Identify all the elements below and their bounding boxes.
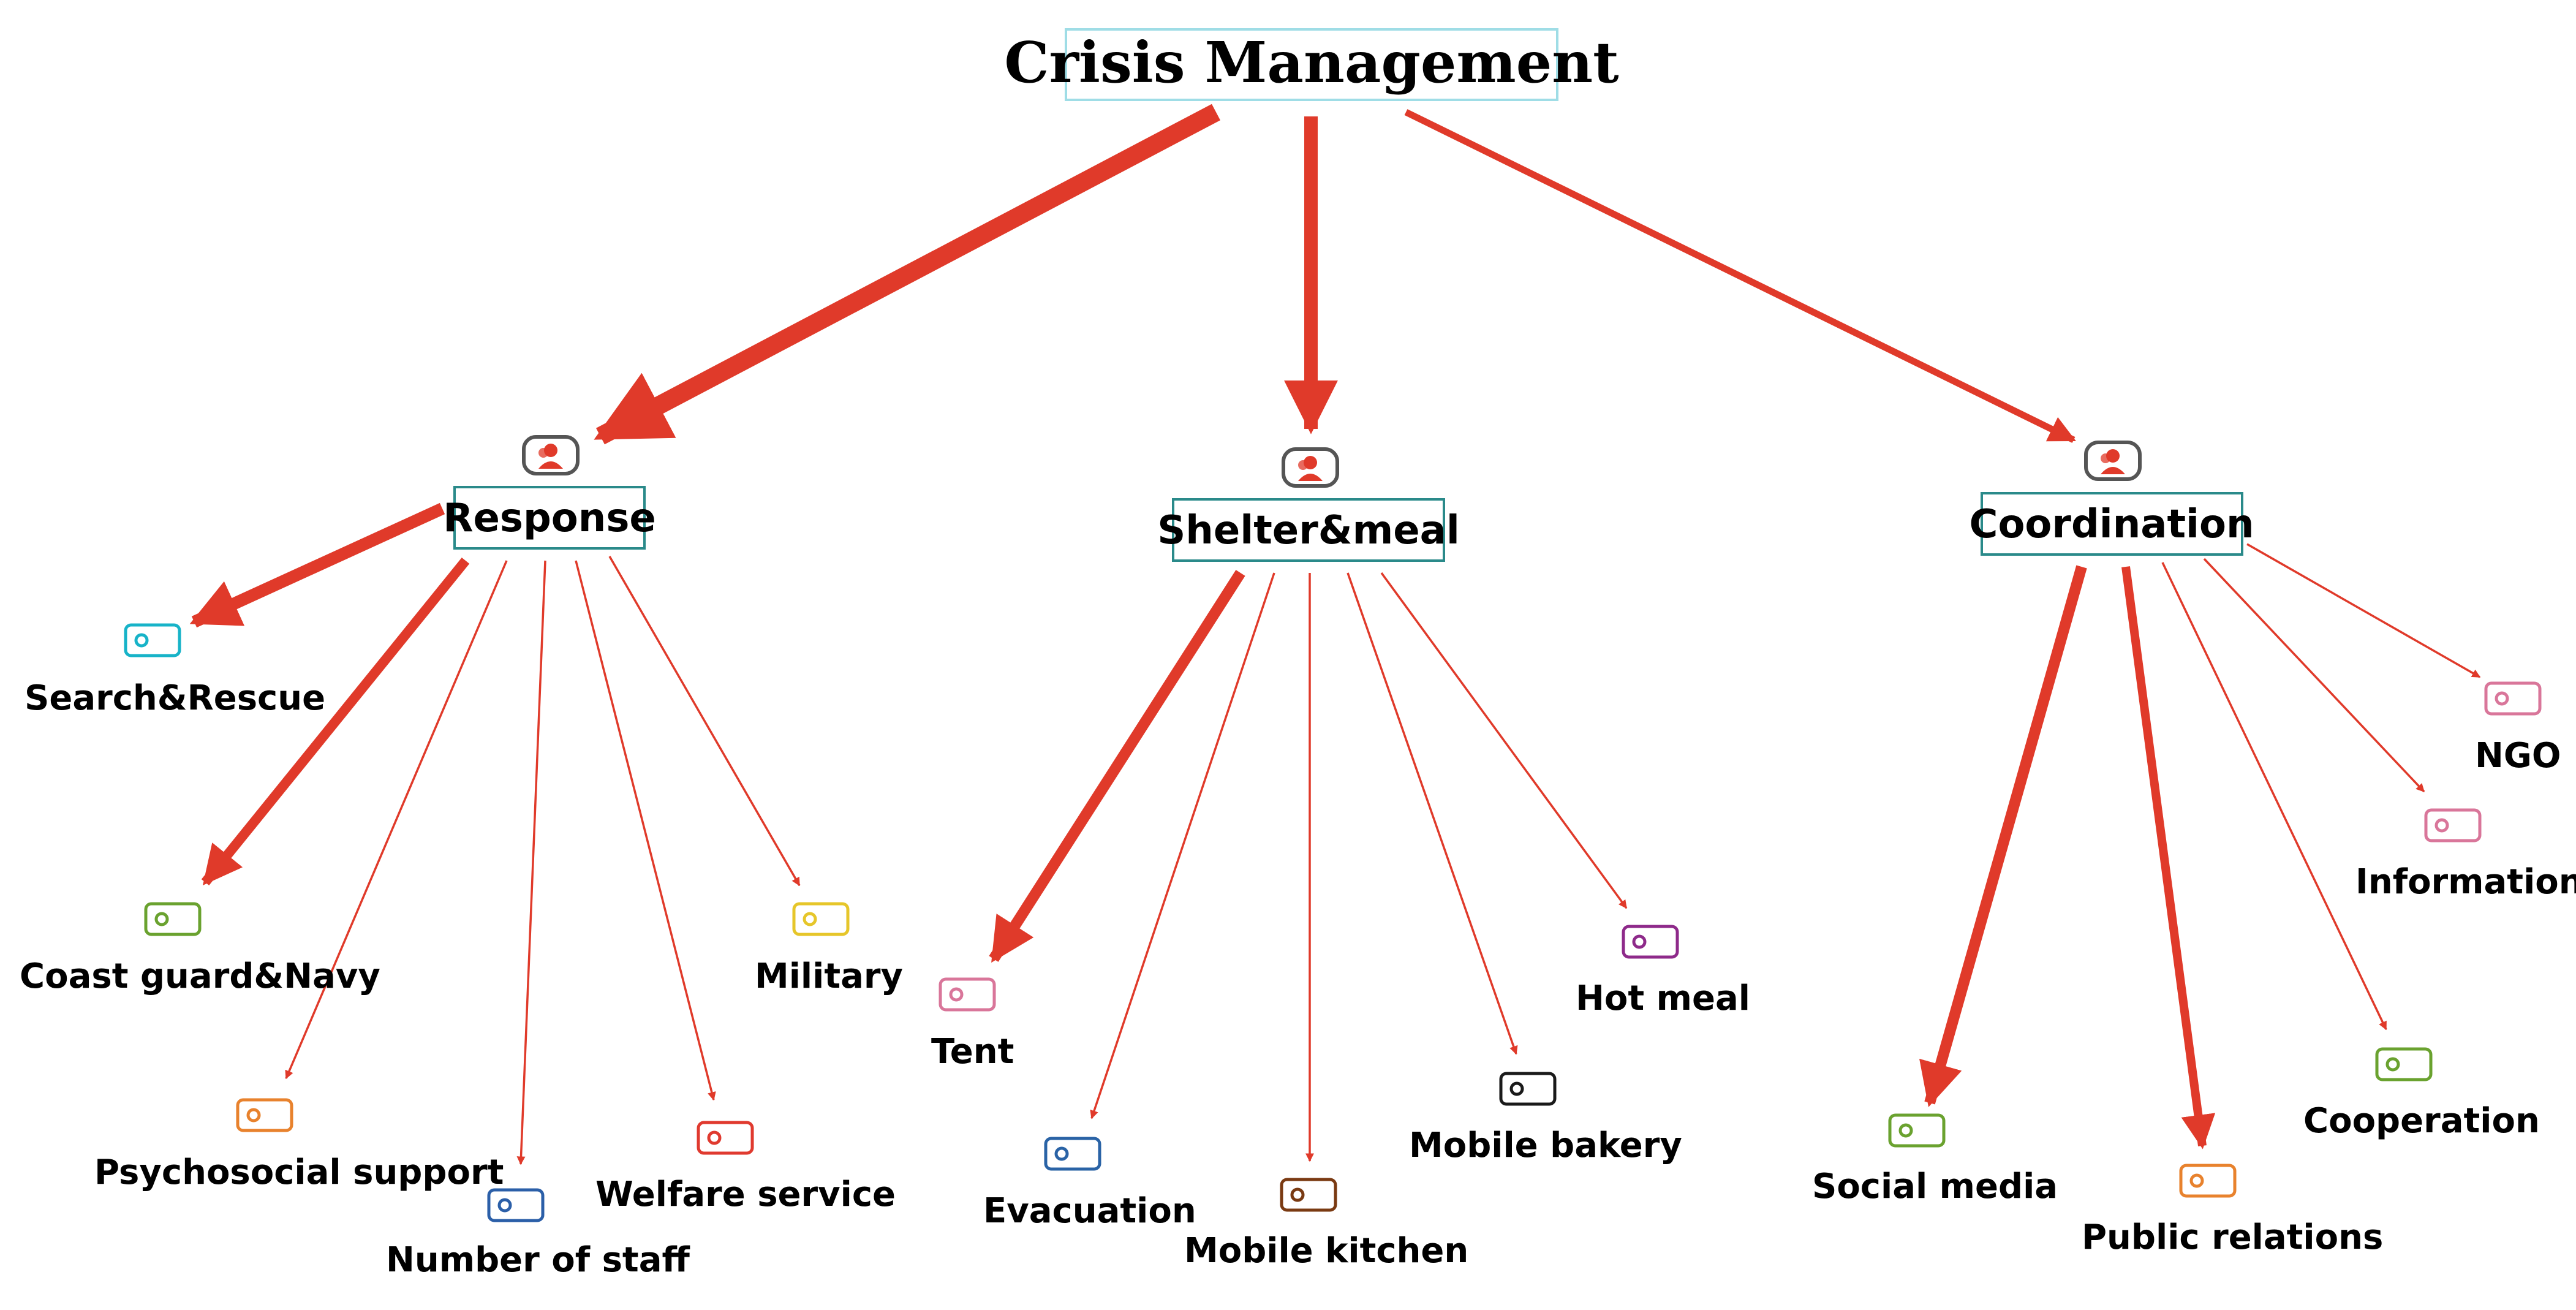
leaf-label: Number of staff	[386, 1240, 690, 1280]
tag-icon	[697, 1121, 754, 1155]
leaf-node-information[interactable]: Information	[2355, 808, 2576, 902]
category-node-box	[1172, 498, 1445, 562]
tag-icon	[1280, 1178, 1337, 1212]
edge-response-military	[608, 556, 801, 887]
category-node-shelter[interactable]: Shelter&meal	[1157, 447, 1460, 562]
tag-icon	[2375, 1047, 2433, 1081]
root-node[interactable]: Crisis Management	[1004, 28, 1619, 101]
leaf-label: Coast guard&Navy	[20, 956, 380, 996]
category-node-label: Coordination	[1969, 502, 2254, 547]
leaf-label: Cooperation	[2303, 1101, 2540, 1141]
leaf-node-number-of-staff[interactable]: Number of staff	[386, 1188, 690, 1280]
edge-coordination-information	[2203, 558, 2425, 793]
tag-icon	[1044, 1137, 1101, 1171]
leaf-node-cooperation[interactable]: Cooperation	[2303, 1047, 2540, 1141]
edge-shelter-mobile-bakery	[1347, 572, 1518, 1055]
leaf-node-evacuation[interactable]: Evacuation	[983, 1137, 1196, 1231]
leaf-label: Psychosocial support	[94, 1153, 504, 1192]
leaf-label: NGO	[2475, 736, 2561, 776]
leaf-label: Mobile bakery	[1409, 1126, 1682, 1165]
edge-shelter-tent	[989, 570, 1245, 963]
edge-response-welfare	[575, 560, 716, 1101]
leaf-node-psychosocial-support[interactable]: Psychosocial support	[94, 1098, 504, 1192]
tag-icon	[1499, 1072, 1557, 1106]
leaf-node-social-media[interactable]: Social media	[1812, 1113, 2058, 1206]
category-node-label: Response	[443, 496, 656, 541]
category-node-response[interactable]: Response	[443, 435, 656, 550]
tag-icon	[487, 1188, 545, 1222]
leaf-node-mobile-bakery[interactable]: Mobile bakery	[1409, 1072, 1682, 1165]
leaf-label: Evacuation	[983, 1191, 1196, 1231]
tag-icon	[144, 902, 202, 936]
leaf-label: Military	[755, 956, 903, 996]
leaf-node-ngo[interactable]: NGO	[2475, 681, 2561, 776]
tag-icon	[1622, 925, 1679, 959]
edge-response-search-rescue	[189, 502, 445, 628]
edge-coordination-social-media	[1919, 565, 2087, 1107]
tag-icon	[2424, 808, 2482, 842]
edge-root-response	[594, 104, 1220, 445]
edge-shelter-hot-meal	[1380, 572, 1628, 909]
leaf-label: Mobile kitchen	[1184, 1231, 1468, 1271]
edges-group	[189, 104, 2481, 1165]
tag-icon	[1888, 1113, 1946, 1148]
leaf-label: Hot meal	[1576, 979, 1750, 1018]
person-icon	[1282, 447, 1339, 488]
leaf-label: Public relations	[2082, 1217, 2383, 1257]
leaf-label: Tent	[931, 1032, 1014, 1072]
root-node-label: Crisis Management	[1004, 29, 1619, 96]
leaf-node-search-rescue[interactable]: Search&Rescue	[25, 623, 325, 718]
person-icon	[522, 435, 580, 475]
leaf-label: Social media	[1812, 1167, 2058, 1206]
edge-response-coast-guard	[201, 557, 470, 886]
edge-shelter-evacuation	[1090, 572, 1275, 1119]
tag-icon	[124, 623, 181, 657]
leaf-label: Information	[2355, 862, 2576, 902]
leaf-node-coast-guard-navy[interactable]: Coast guard&Navy	[20, 902, 380, 996]
category-node-coordination[interactable]: Coordination	[1969, 441, 2254, 556]
leaf-node-public-relations[interactable]: Public relations	[2082, 1164, 2383, 1257]
edge-root-coordination	[1404, 109, 2076, 443]
tag-icon	[2179, 1164, 2237, 1198]
edge-coordination-ngo	[2246, 543, 2481, 678]
leaf-node-hot-meal[interactable]: Hot meal	[1576, 925, 1750, 1018]
person-icon	[2084, 441, 2142, 481]
tag-icon	[939, 977, 996, 1012]
leaf-node-welfare-service[interactable]: Welfare service	[595, 1121, 896, 1214]
tag-icon	[2484, 681, 2542, 716]
root-node-box	[1065, 28, 1558, 101]
category-node-box	[453, 486, 646, 550]
category-node-box	[1981, 492, 2243, 556]
leaf-label: Search&Rescue	[25, 678, 325, 718]
tag-icon	[792, 902, 850, 936]
leaf-label: Welfare service	[595, 1175, 896, 1214]
leaf-node-military[interactable]: Military	[755, 902, 903, 996]
edge-coordination-cooperation	[2161, 562, 2387, 1031]
edge-coordination-public-relations	[2121, 566, 2216, 1149]
edge-response-psychosocial	[285, 560, 508, 1080]
tag-icon	[236, 1098, 293, 1132]
leaf-node-mobile-kitchen[interactable]: Mobile kitchen	[1184, 1178, 1468, 1271]
category-node-label: Shelter&meal	[1157, 508, 1460, 553]
leaf-node-tent[interactable]: Tent	[931, 977, 1014, 1072]
edge-response-number-of-staff	[516, 560, 546, 1165]
